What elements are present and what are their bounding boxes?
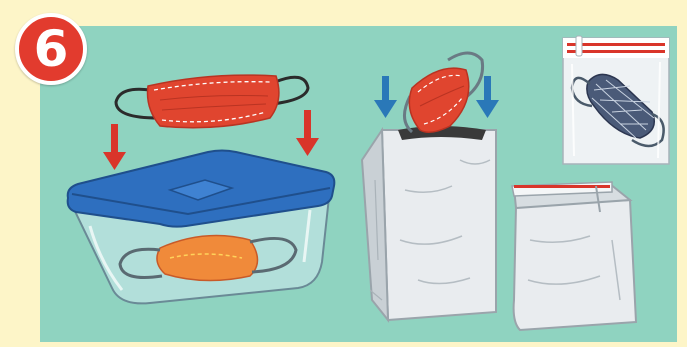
arrow-down-icon xyxy=(103,124,126,170)
zip-bag-icon xyxy=(563,36,669,164)
arrow-down-icon xyxy=(374,76,397,118)
folded-paper-bag-icon xyxy=(512,182,636,330)
plastic-container-icon xyxy=(68,151,335,304)
step-number-badge: 6 xyxy=(15,13,87,85)
arrow-down-icon xyxy=(296,110,319,156)
paper-bag-icon xyxy=(362,126,496,320)
face-mask-icon xyxy=(404,53,482,132)
face-mask-icon xyxy=(116,75,308,128)
